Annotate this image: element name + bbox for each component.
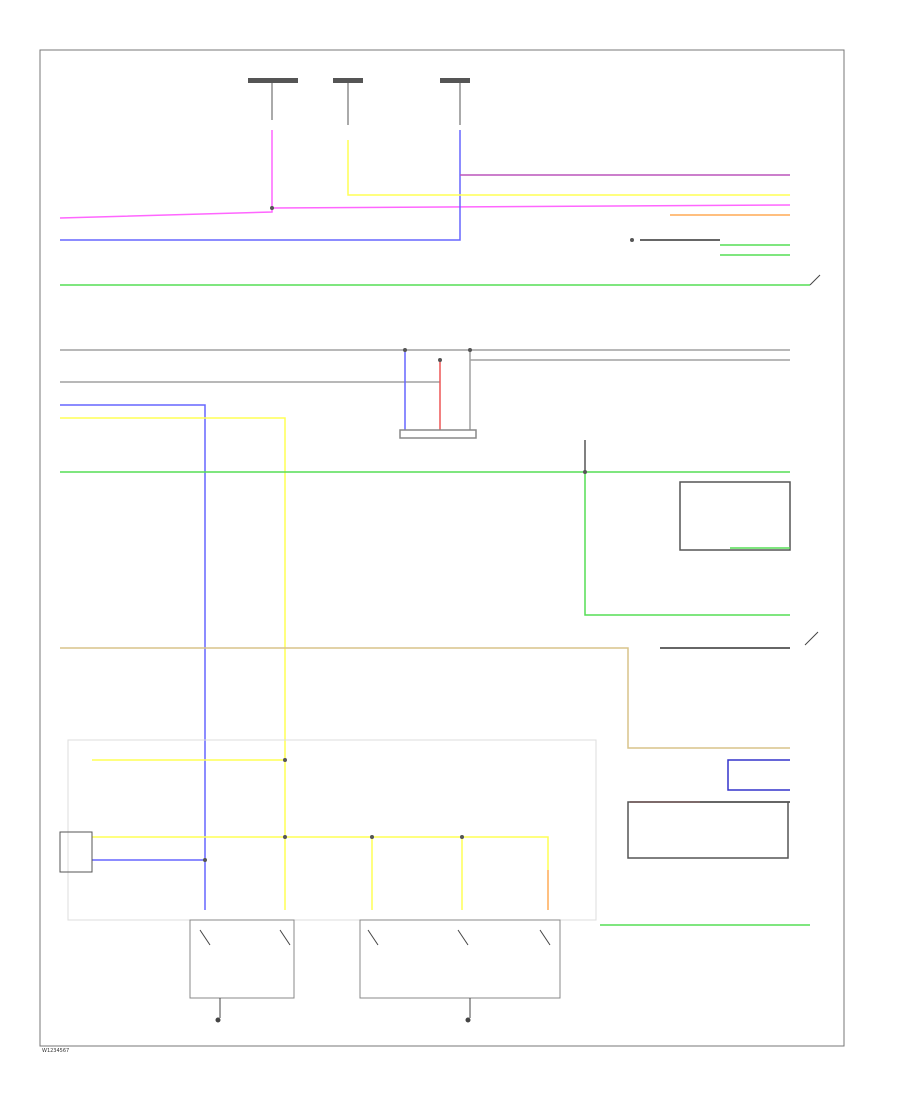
relay-connector <box>333 78 363 83</box>
right-switches <box>804 274 821 646</box>
diagram-frame <box>39 49 845 1047</box>
wire-pink <box>59 130 273 219</box>
hot-at-all-times-connector <box>440 78 470 83</box>
left-connector-box <box>59 831 93 873</box>
splices <box>203 206 634 862</box>
wires <box>59 130 810 926</box>
wire-pink-2 <box>271 204 791 209</box>
wire-yellow-top <box>347 140 790 196</box>
wire-yellow-vertical <box>60 417 286 910</box>
wire-tan <box>60 647 790 749</box>
wire-blue <box>60 130 461 241</box>
switch-group <box>189 919 561 1023</box>
fuse-block-connector <box>248 78 298 83</box>
wire-blue-vertical <box>60 404 206 910</box>
footer-code: W1234567 <box>42 1048 69 1054</box>
top-connectors <box>248 78 470 125</box>
wire-yellow-bus <box>92 836 549 870</box>
